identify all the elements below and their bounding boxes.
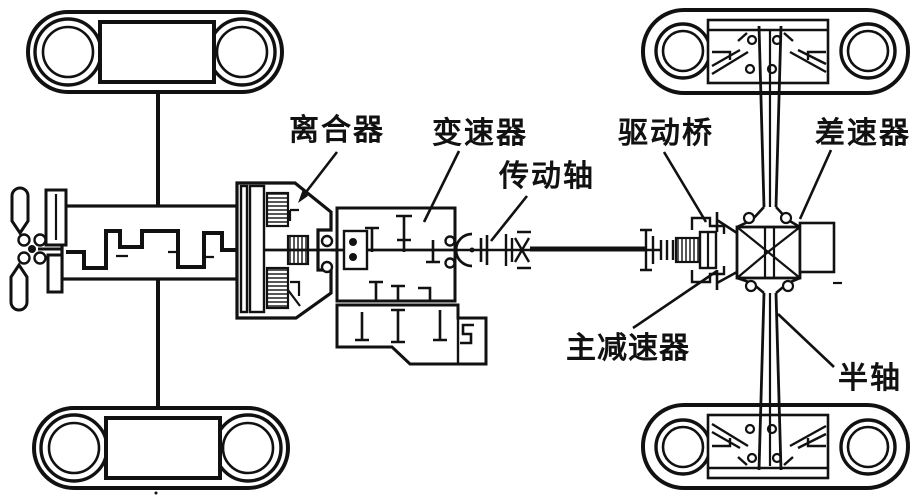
transmission-gearbox	[331, 206, 488, 366]
leader-clutch-arrowhead	[298, 189, 308, 203]
label-drive-axle: 驱动桥	[618, 117, 714, 150]
leader-half-shaft	[777, 313, 835, 368]
cooling-fan	[9, 186, 47, 312]
label-half-shaft: 半轴	[838, 362, 902, 395]
crankshaft-line	[66, 229, 240, 270]
leader-transmission	[422, 150, 461, 223]
gear-glyphs	[355, 214, 474, 345]
front-right-wheel	[641, 8, 910, 95]
fan-hub	[17, 233, 47, 265]
bevel-gear-lines	[736, 226, 801, 279]
label-transmission: 变速器	[432, 116, 528, 150]
label-clutch: 离合器	[289, 113, 385, 147]
labels: 离合器 变速器 传动轴 驱动桥 差速器 主减速器 半轴	[289, 113, 911, 395]
rear-axle-assembly	[715, 25, 842, 471]
leader-drive-axle	[662, 151, 708, 223]
leader-differential	[798, 149, 833, 220]
label-drive-shaft: 传动轴	[498, 160, 595, 193]
clutch-assembly	[235, 181, 337, 320]
clutch-disc-upper	[265, 191, 290, 228]
fan-blade-bottom	[9, 262, 29, 312]
half-shaft-upper	[757, 25, 783, 208]
axle-cover	[798, 221, 836, 274]
clutch-disc-lower	[265, 266, 290, 310]
rear-left-wheel	[32, 406, 290, 490]
leader-final-drive	[632, 269, 718, 330]
u-joint-rear	[640, 216, 726, 284]
half-shaft-lower	[757, 292, 783, 471]
flywheel	[239, 184, 249, 314]
leader-clutch	[301, 151, 339, 197]
drive-shaft	[454, 216, 726, 284]
rear-right-wheel	[641, 403, 910, 490]
front-left-wheel	[26, 10, 284, 94]
engine	[38, 188, 240, 294]
leader-lines	[298, 149, 835, 368]
fan-blade-top	[10, 186, 30, 236]
leader-drive-shaft	[489, 195, 529, 242]
u-joint-front	[454, 230, 531, 270]
print-artifact-dot	[154, 491, 158, 495]
label-differential: 差速器	[815, 117, 911, 150]
label-final-drive: 主减速器	[566, 332, 690, 365]
